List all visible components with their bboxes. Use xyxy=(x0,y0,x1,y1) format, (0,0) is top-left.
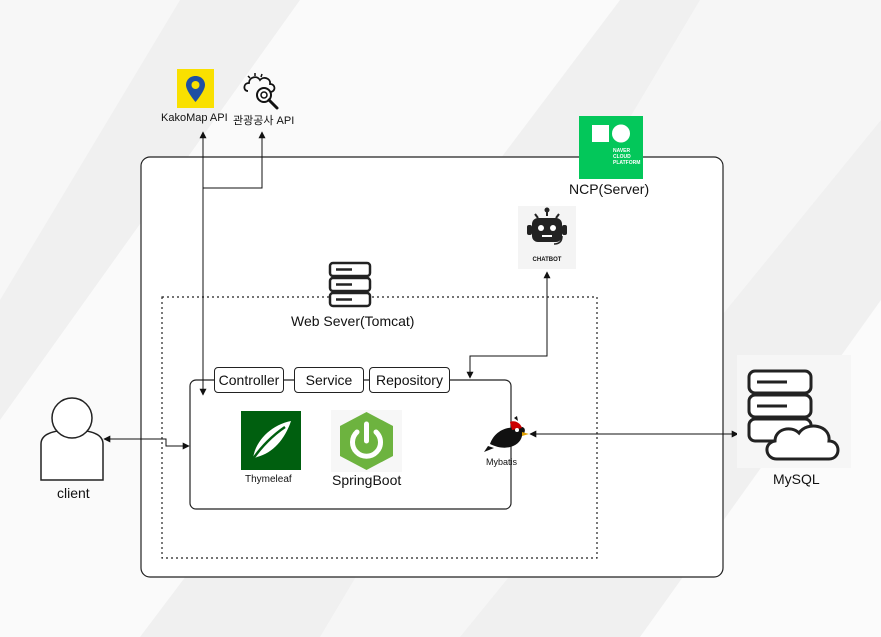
database-cloud-icon xyxy=(737,355,851,468)
controller-box: Controller xyxy=(214,367,284,393)
springboot-label: SpringBoot xyxy=(332,472,402,488)
user-icon xyxy=(39,396,105,482)
chatbot-label: CHATBOT xyxy=(532,257,562,263)
kakaomap-icon xyxy=(177,69,214,108)
thymeleaf-label: Thymeleaf xyxy=(245,474,292,485)
ncp-label: NCP(Server) xyxy=(569,181,650,197)
chatbot-icon: CHATBOT xyxy=(518,206,576,269)
mysql-label: MySQL xyxy=(773,471,820,487)
mybatis-label: Mybatis xyxy=(486,457,518,467)
springboot-logo xyxy=(331,410,402,472)
tour-api-icon xyxy=(240,69,282,111)
ncp-logo: NAVER CLOUD PLATFORM xyxy=(579,116,643,179)
thymeleaf-logo xyxy=(241,411,301,470)
tour-api-label: 관광공사 API xyxy=(233,115,295,127)
repository-box: Repository xyxy=(369,367,450,393)
ncp-logo-text-1: NAVER xyxy=(613,148,631,154)
client-label: client xyxy=(57,485,90,501)
ncp-logo-text-3: PLATFORM xyxy=(613,160,641,166)
service-box: Service xyxy=(294,367,364,393)
ncp-logo-text-2: CLOUD xyxy=(613,154,631,160)
webserver-box xyxy=(161,296,598,559)
server-icon xyxy=(327,261,373,309)
mybatis-bird-icon xyxy=(484,414,530,454)
kakaomap-label: KakoMap API xyxy=(161,112,228,124)
webserver-label: Web Sever(Tomcat) xyxy=(291,313,415,329)
